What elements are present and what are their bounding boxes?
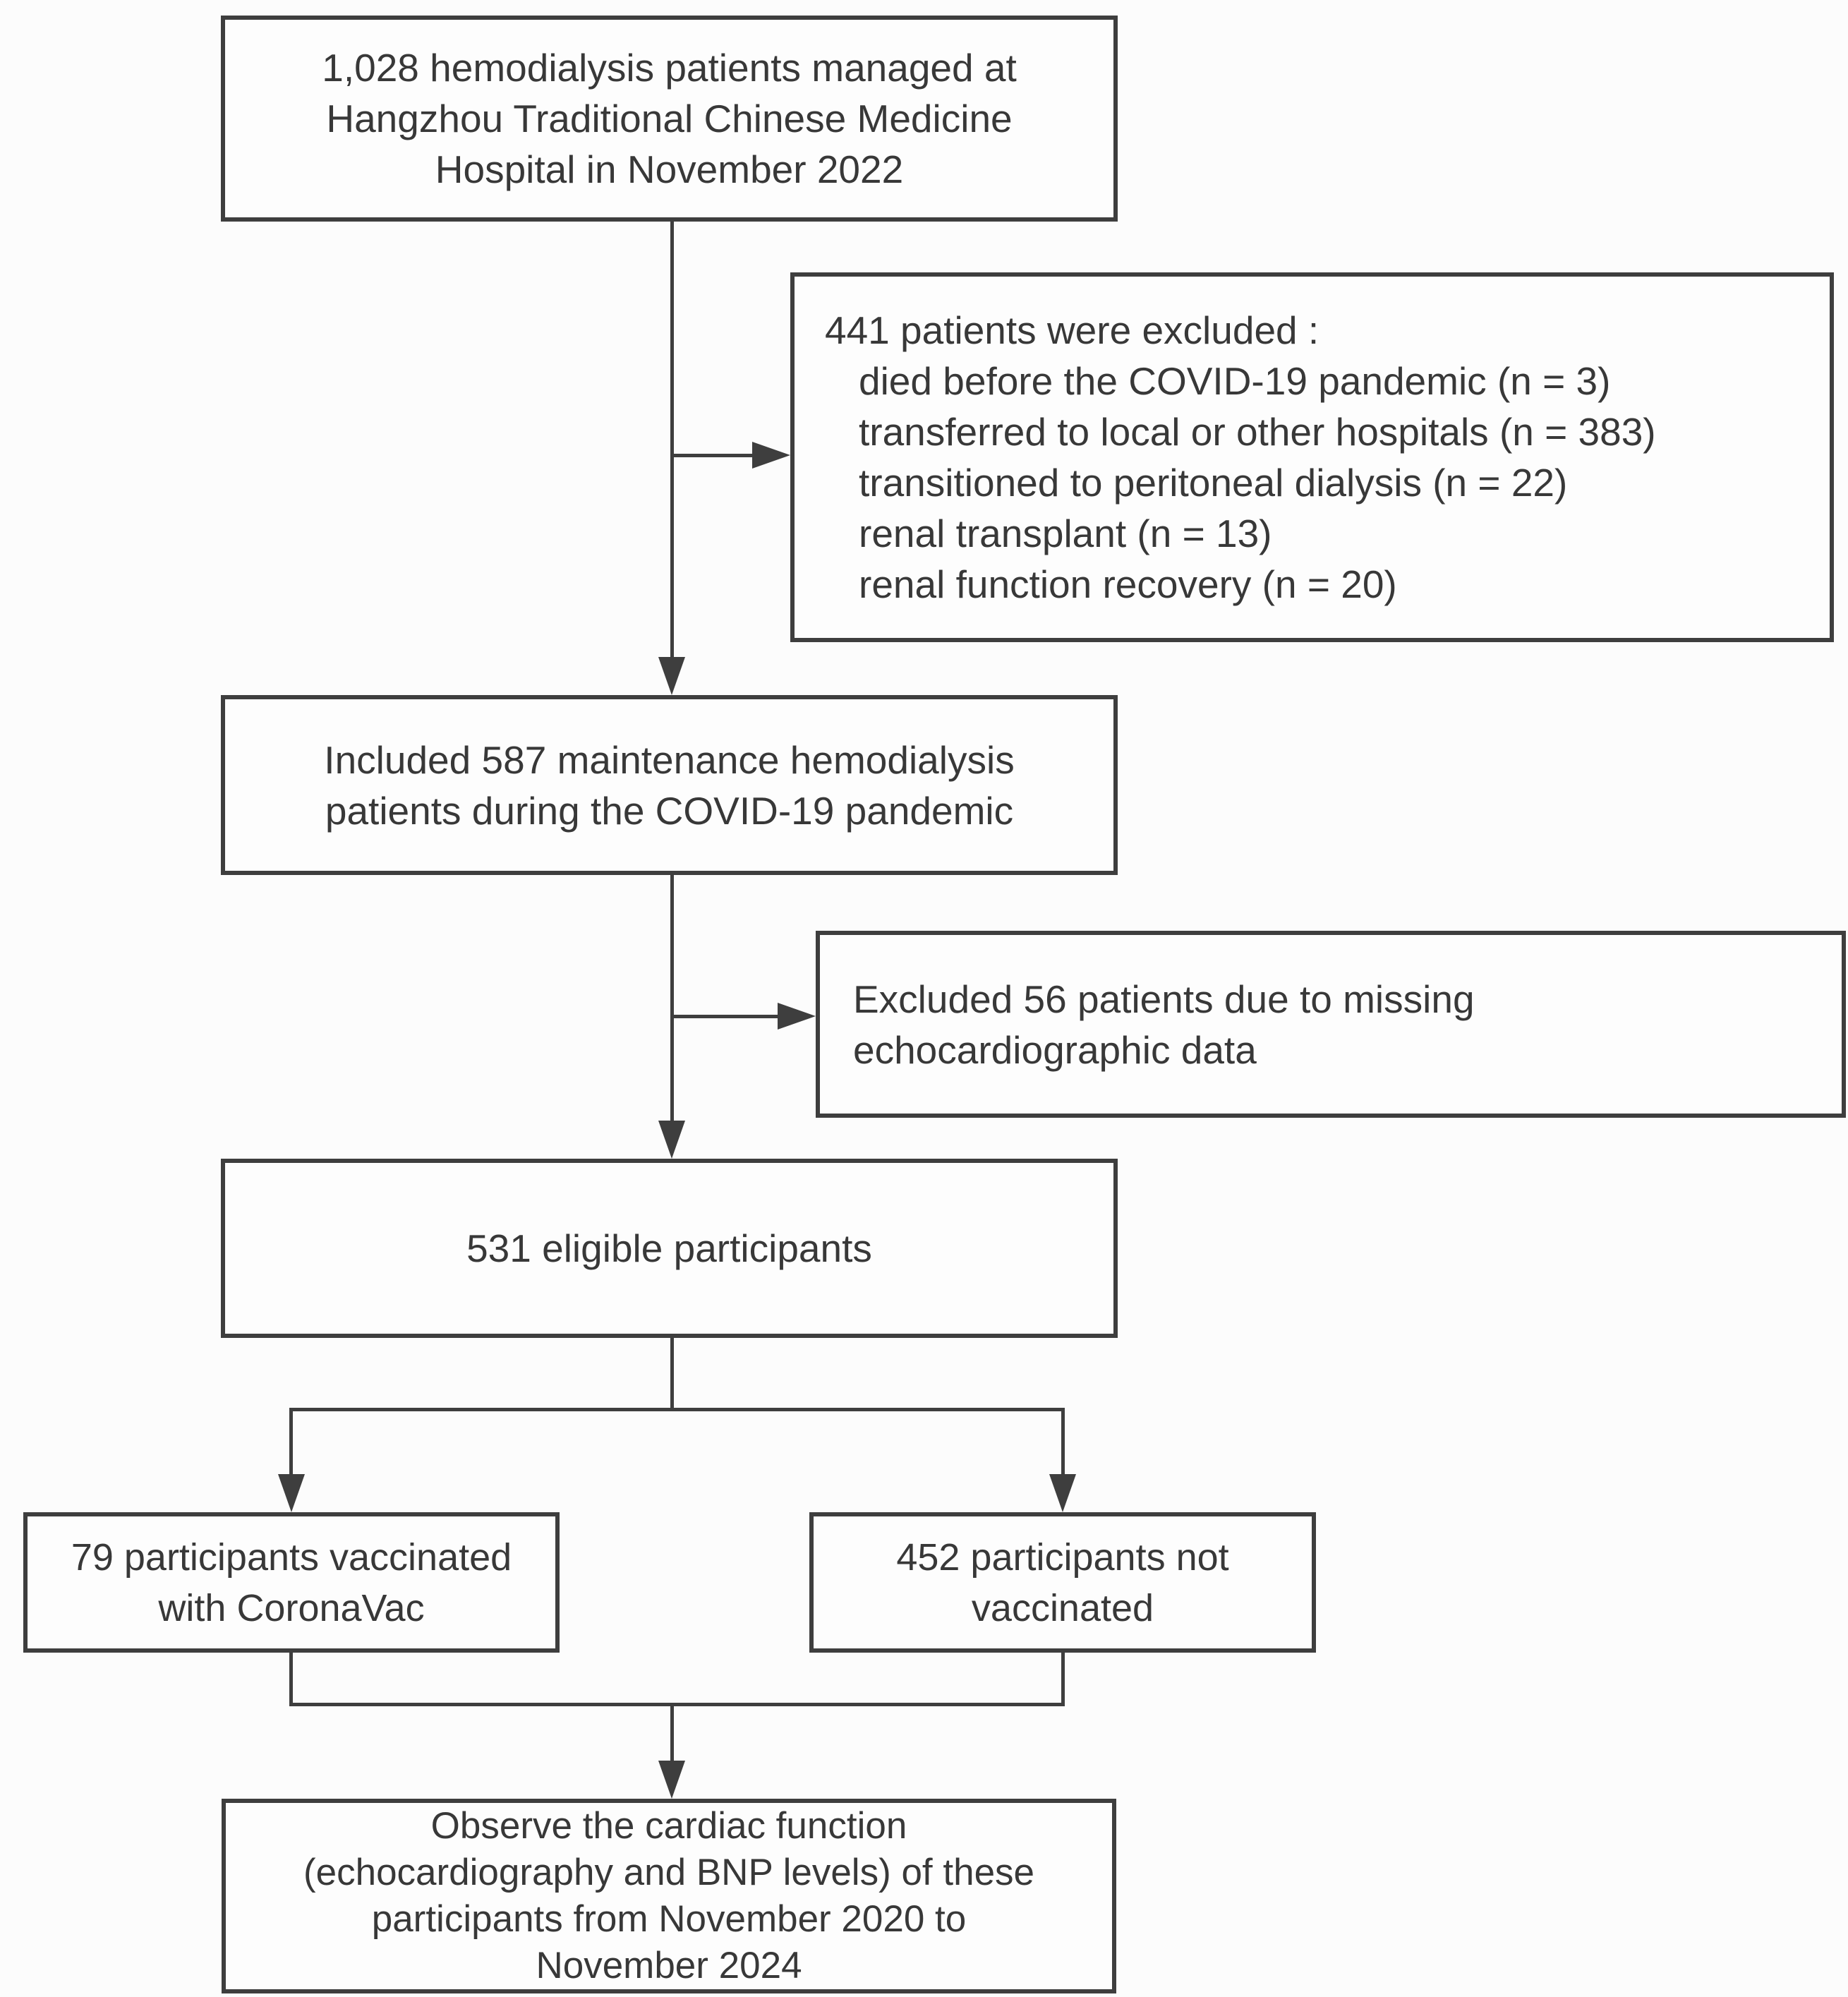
box-outcome-observation: Observe the cardiac function (echocardio… xyxy=(222,1799,1116,1993)
box-text-line: (echocardiography and BNP levels) of the… xyxy=(303,1852,1035,1893)
box-not-vaccinated-452: 452 participants not vaccinated xyxy=(809,1512,1316,1653)
arrow-down-icon xyxy=(658,1761,685,1799)
arrow-down-icon xyxy=(278,1474,305,1512)
arrow-right-icon xyxy=(778,1003,816,1030)
exclusion-title: 441 patients were excluded : xyxy=(825,308,1319,352)
arrow-down-icon xyxy=(658,1121,685,1159)
box-vaccinated-79: 79 participants vaccinated with CoronaVa… xyxy=(23,1512,560,1653)
connector-split-bar xyxy=(289,1408,1065,1411)
box-excluded-56: Excluded 56 patients due to missing echo… xyxy=(816,931,1846,1118)
exclusion-item: transferred to local or other hospitals … xyxy=(859,410,1656,454)
box-excluded-441: 441 patients were excluded : died before… xyxy=(790,272,1834,642)
connector-merge-bar xyxy=(289,1703,1065,1706)
box-text-line: Hangzhou Traditional Chinese Medicine xyxy=(326,97,1013,140)
box-text-line: Included 587 maintenance hemodialysis xyxy=(324,737,1015,782)
box-text-line: 452 participants not xyxy=(896,1536,1229,1579)
box-text-line: Observe the cardiac function xyxy=(430,1805,907,1847)
exclusion-item: died before the COVID-19 pandemic (n = 3… xyxy=(859,359,1611,403)
box-text-line: with CoronaVac xyxy=(158,1586,425,1629)
box-text-line: patients during the COVID-19 pandemic xyxy=(325,788,1014,833)
connector-eligible-stem xyxy=(670,1337,674,1411)
arrow-down-icon xyxy=(1049,1474,1076,1512)
box-text-line: Excluded 56 patients due to missing xyxy=(853,977,1475,1021)
box-included-587: Included 587 maintenance hemodialysis pa… xyxy=(221,695,1118,875)
connector-merge-stem xyxy=(670,1704,674,1763)
connector-split-right xyxy=(1061,1410,1065,1477)
connector-to-excluded-56 xyxy=(672,1015,780,1018)
box-text-line: 531 eligible participants xyxy=(466,1226,872,1270)
box-text-line: 1,028 hemodialysis patients managed at xyxy=(322,46,1017,90)
box-text-line: November 2024 xyxy=(536,1945,802,1986)
exclusion-item: transitioned to peritoneal dialysis (n =… xyxy=(859,461,1568,505)
box-text-line: 79 participants vaccinated xyxy=(71,1536,512,1579)
arrow-down-icon xyxy=(658,657,685,695)
exclusion-item: renal function recovery (n = 20) xyxy=(859,562,1397,606)
arrow-right-icon xyxy=(752,442,790,469)
connector-merge-left xyxy=(289,1651,293,1706)
connector-merge-right xyxy=(1061,1651,1065,1706)
connector-split-left xyxy=(289,1410,293,1477)
box-text-line: participants from November 2020 to xyxy=(371,1898,967,1940)
box-text-line: Hospital in November 2022 xyxy=(435,147,904,191)
exclusion-item: renal transplant (n = 13) xyxy=(859,512,1272,555)
box-initial-cohort: 1,028 hemodialysis patients managed at H… xyxy=(221,16,1118,222)
connector-included-to-eligible xyxy=(670,874,674,1123)
box-text-line: vaccinated xyxy=(971,1586,1154,1629)
connector-initial-to-included xyxy=(670,222,674,659)
connector-to-excluded-441 xyxy=(672,454,755,457)
box-text-line: echocardiographic data xyxy=(853,1027,1257,1072)
box-eligible-531: 531 eligible participants xyxy=(221,1159,1118,1338)
